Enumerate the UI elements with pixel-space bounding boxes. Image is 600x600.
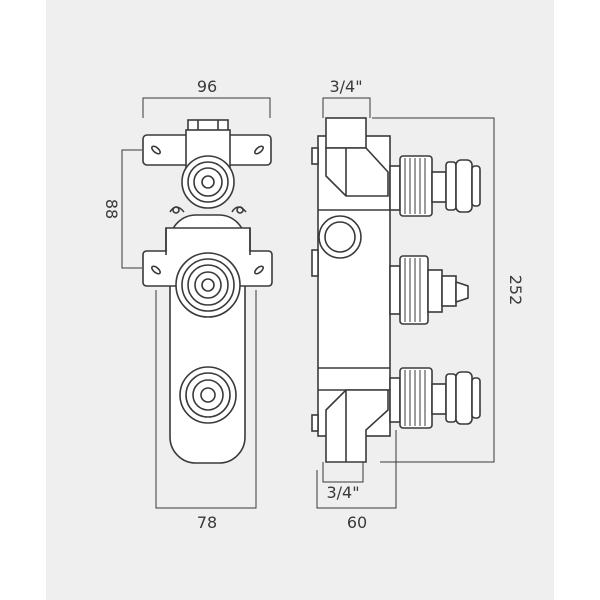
top-right-slot (254, 145, 264, 155)
middle-cartridge (389, 255, 469, 325)
top-inlet-pipe (325, 117, 389, 197)
top-left-slot (151, 145, 161, 155)
side-view: 3/4" 252 3/4" 60 (311, 77, 525, 532)
lower-cartridge (389, 367, 481, 429)
bottom-width-label: 78 (197, 513, 217, 532)
drawing-panel (46, 0, 554, 600)
top-width-dimension: 96 (142, 77, 271, 118)
bottom-connection-dimension: 3/4" (322, 462, 364, 502)
right-height-label: 252 (506, 275, 525, 306)
front-view: 96 88 78 (102, 77, 273, 532)
bottom-connection-label: 3/4" (326, 483, 359, 502)
top-connection-label: 3/4" (329, 77, 362, 96)
left-height-dimension: 88 (102, 149, 142, 269)
bottom-width-dimension: 78 (155, 290, 257, 532)
top-width-label: 96 (197, 77, 217, 96)
bottom-port (179, 366, 237, 424)
middle-port (175, 252, 241, 318)
mid-right-slot (254, 265, 264, 275)
top-connection-dimension: 3/4" (322, 77, 371, 118)
bottom-outlet-pipe (325, 389, 389, 463)
bottom-depth-label: 60 (347, 513, 367, 532)
upper-cartridge (389, 155, 481, 217)
top-port (181, 155, 235, 209)
side-circle (318, 215, 362, 259)
mid-lugs (169, 206, 247, 214)
mid-left-slot (151, 265, 161, 275)
bottom-depth-dimension: 60 (316, 430, 397, 532)
right-height-dimension: 252 (372, 117, 525, 463)
left-height-label: 88 (102, 199, 121, 219)
top-bracket (142, 119, 272, 171)
